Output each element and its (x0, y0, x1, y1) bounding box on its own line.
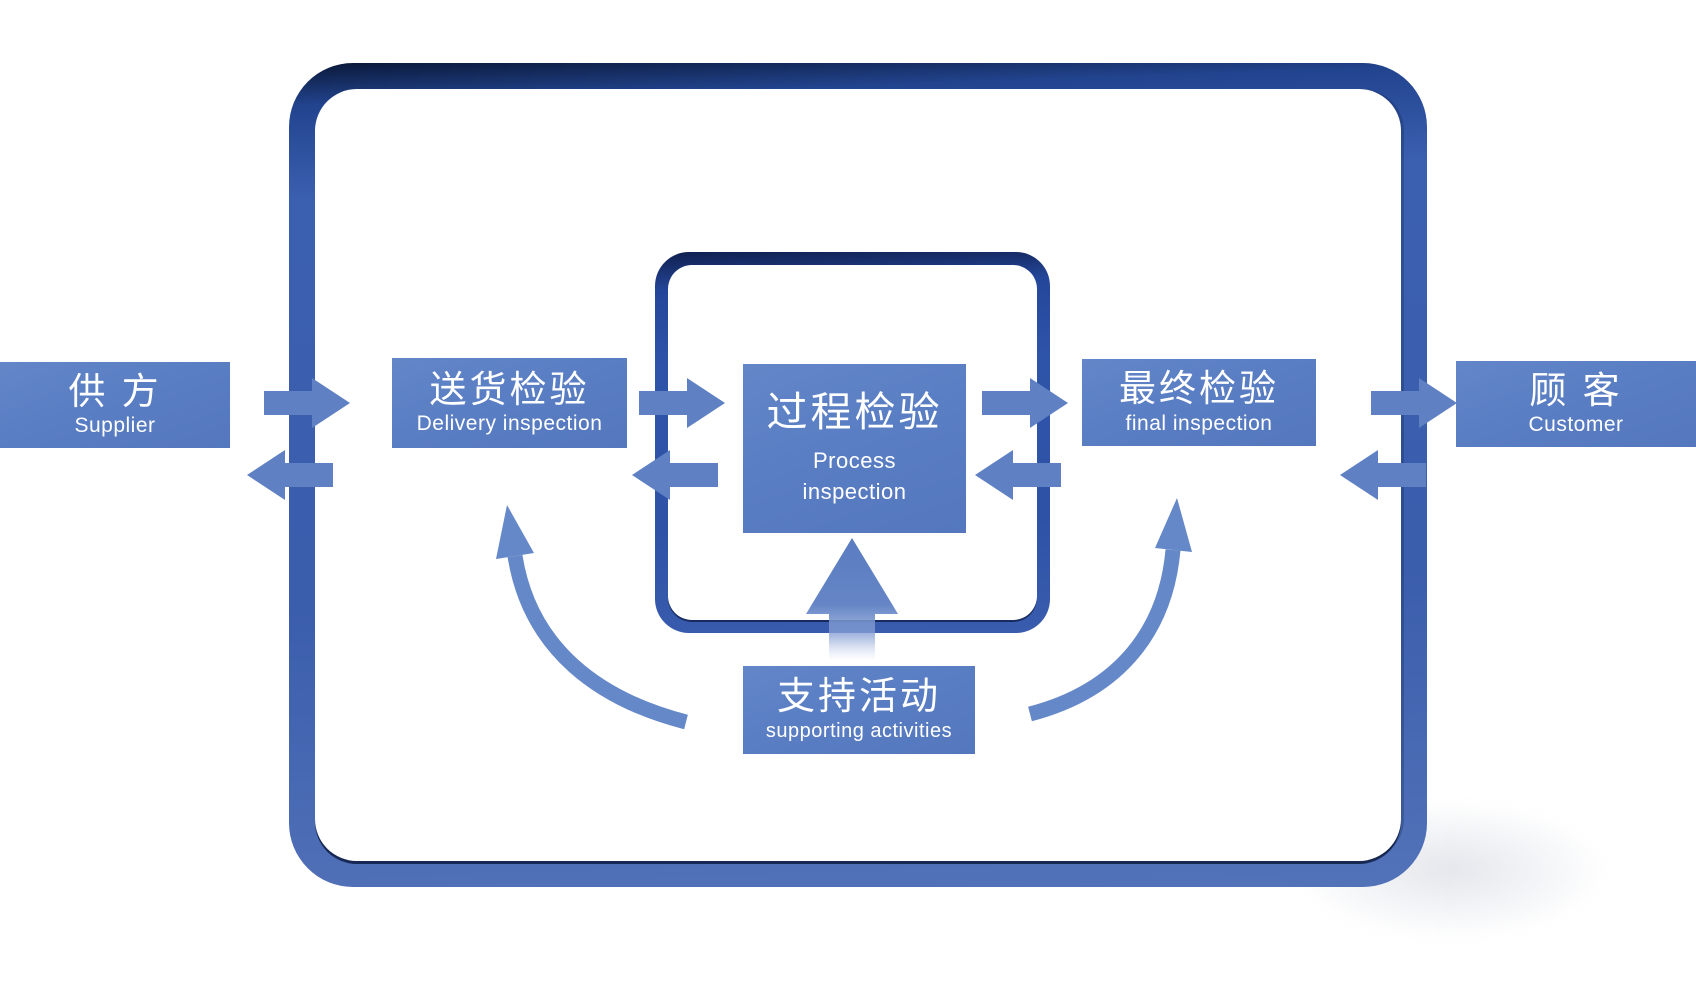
delivery-label-zh: 送货检验 (429, 368, 590, 410)
supplier-label-en: Supplier (74, 414, 156, 438)
supplier-label-zh: 供 方 (68, 370, 162, 412)
node-supporting-activities: 支持活动 supporting activities (743, 666, 975, 754)
process-label-en-line1: Process (813, 448, 896, 474)
node-delivery-inspection: 送货检验 Delivery inspection (392, 358, 627, 448)
node-process-inspection: 过程检验 Process inspection (743, 364, 966, 533)
customer-label-zh: 顾 客 (1529, 369, 1623, 411)
process-label-zh: 过程检验 (766, 389, 943, 436)
final-label-zh: 最终检验 (1119, 368, 1279, 410)
support-label-zh: 支持活动 (776, 675, 941, 718)
process-label-en-line2: inspection (802, 479, 907, 505)
delivery-label-en: Delivery inspection (416, 412, 603, 436)
node-final-inspection: 最终检验 final inspection (1082, 359, 1316, 446)
final-label-en: final inspection (1125, 411, 1273, 435)
node-customer: 顾 客 Customer (1456, 361, 1696, 447)
support-label-en: supporting activities (765, 720, 953, 743)
customer-label-en: Customer (1528, 413, 1624, 437)
node-supplier: 供 方 Supplier (0, 362, 230, 448)
